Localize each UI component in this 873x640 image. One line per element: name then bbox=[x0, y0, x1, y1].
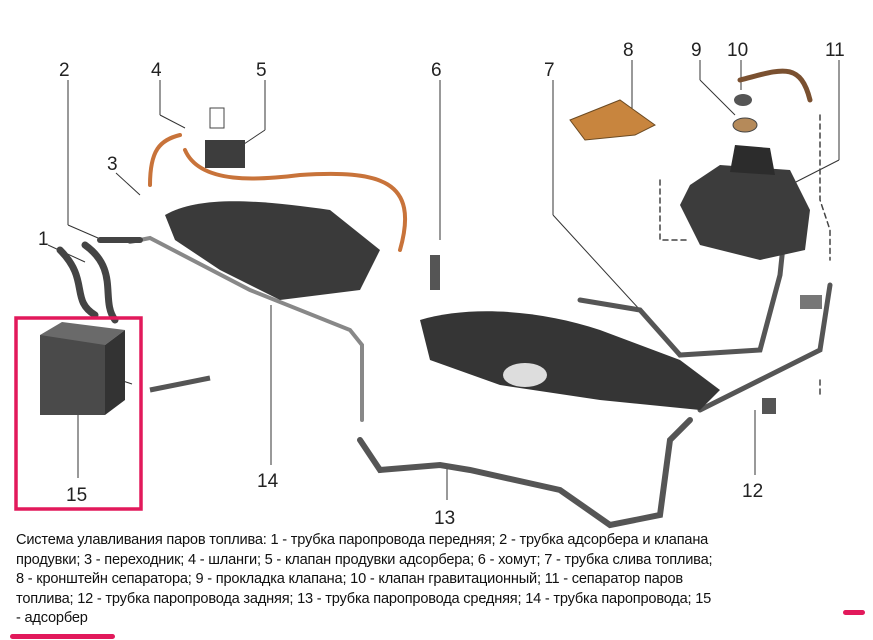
vapor-separator bbox=[680, 165, 810, 260]
highlight-underline-15 bbox=[843, 610, 865, 615]
adsorber-side bbox=[105, 330, 125, 415]
callout-3: 3 bbox=[107, 154, 118, 175]
caption-line: продувки; 3 - переходник; 4 - шланги; 5 … bbox=[16, 551, 713, 568]
caption-line: 8 - кронштейн сепаратора; 9 - прокладка … bbox=[16, 571, 683, 587]
callout-8: 8 bbox=[623, 40, 634, 61]
callout-6: 6 bbox=[431, 60, 442, 81]
highlight-underline-adsorber bbox=[10, 634, 115, 639]
callout-2: 2 bbox=[59, 60, 70, 81]
adsorber-highlight-box bbox=[14, 316, 143, 511]
callout-9: 9 bbox=[691, 40, 702, 61]
callout-4: 4 bbox=[151, 60, 162, 81]
callout-10: 10 bbox=[727, 40, 748, 61]
bracket-small bbox=[800, 295, 822, 309]
caption-line: - адсорбер bbox=[16, 610, 88, 626]
purge-valve bbox=[205, 140, 245, 168]
adsorber-bolt bbox=[149, 375, 211, 393]
callout-14: 14 bbox=[257, 471, 279, 492]
clip-rear bbox=[762, 398, 776, 414]
separator-bracket bbox=[569, 99, 656, 141]
caption-line: Система улавливания паров топлива: 1 - т… bbox=[16, 532, 709, 548]
figure-caption: Система улавливания паров топлива: 1 - т… bbox=[16, 531, 866, 629]
callout-11: 11 bbox=[825, 40, 845, 61]
callouts: 1 2 3 4 5 6 7 8 9 10 11 12 13 14 15 bbox=[38, 40, 845, 529]
separator-neck bbox=[730, 145, 775, 175]
hose-clip bbox=[209, 107, 225, 129]
valve-top bbox=[734, 94, 752, 106]
callout-12: 12 bbox=[742, 481, 763, 502]
callout-5: 5 bbox=[256, 60, 267, 81]
callout-13: 13 bbox=[434, 508, 455, 529]
clamp bbox=[430, 255, 440, 290]
gravity-valve bbox=[732, 117, 758, 133]
adsorber-canister bbox=[40, 335, 105, 415]
fuel-tank-front bbox=[165, 201, 380, 300]
fuel-pump-flange bbox=[503, 363, 547, 387]
adsorber-top bbox=[40, 322, 125, 345]
leader-lines bbox=[47, 60, 840, 500]
callout-7: 7 bbox=[544, 60, 555, 81]
callout-15: 15 bbox=[66, 485, 87, 506]
callout-1: 1 bbox=[38, 229, 49, 250]
fuel-tank-rear bbox=[420, 311, 720, 410]
caption-line: топлива; 12 - трубка паропровода задняя;… bbox=[16, 590, 712, 607]
pipes bbox=[56, 68, 833, 529]
